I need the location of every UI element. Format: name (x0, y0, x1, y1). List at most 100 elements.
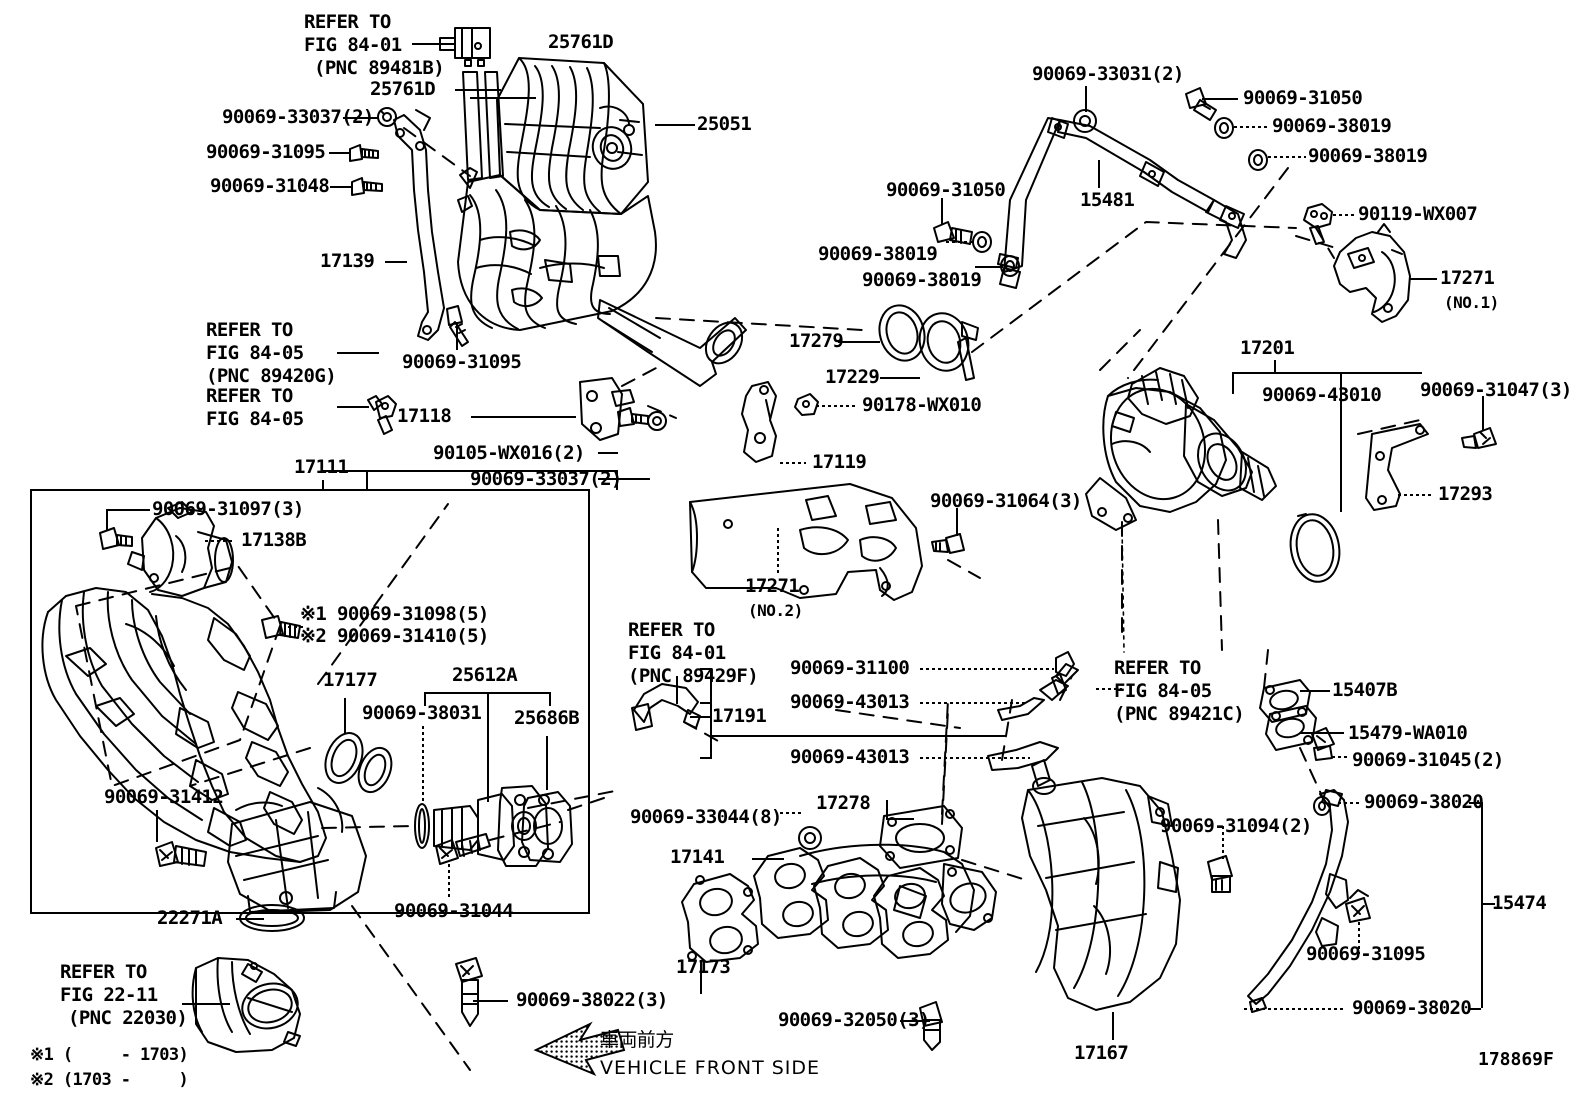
leader-refer-84-05-a (337, 352, 379, 354)
label-90069-38020-b: 90069-38020 (1352, 997, 1472, 1019)
bracket-17293 (1366, 424, 1428, 510)
leader-90069-31050-left (941, 198, 943, 224)
refer-84-01-b-line1: REFER TO (628, 619, 715, 641)
washer-90069-38019-a (973, 232, 991, 252)
leader-17139 (385, 261, 407, 263)
leader-25612a-drop-l (424, 692, 426, 706)
leader-17271-no2 (777, 528, 779, 576)
leader-90069-31044 (448, 864, 450, 900)
leader-17278 (886, 818, 914, 820)
leader-90069-38019-b (975, 266, 1003, 268)
label-17191: 17191 (712, 705, 767, 727)
bolt-90069-31048 (352, 178, 382, 195)
gasket-15479-wa010 (1266, 706, 1316, 750)
leader-17278-v (886, 800, 888, 820)
leader-15479-wa010 (1300, 732, 1344, 734)
gasket-17278 (880, 806, 962, 868)
label-17139: 17139 (320, 250, 375, 272)
label-90069-31050-left: 90069-31050 (886, 179, 1006, 201)
label-17278: 17278 (816, 792, 871, 814)
label-15474: 15474 (1492, 892, 1547, 914)
leader-90069-31064 (956, 508, 958, 536)
label-90178-wx010: 90178-WX010 (862, 394, 982, 416)
leader-90069-31048 (330, 186, 352, 188)
leader-17141 (752, 858, 784, 860)
label-17271-no1: 17271 (1440, 267, 1495, 289)
label-90119-wx007: 90119-WX007 (1358, 203, 1478, 225)
label-17141: 17141 (670, 846, 725, 868)
leader-90119-wx007 (1333, 214, 1355, 216)
bolt-90069-31050-right (1186, 88, 1216, 120)
turbocharger-17201 (1086, 368, 1276, 530)
label-90105-wx016: 90105-WX016(2) (433, 442, 585, 464)
refer-22-11-line3: (PNC 22030) (68, 1007, 188, 1029)
leader-17119 (780, 462, 806, 464)
leader-17177 (344, 698, 346, 734)
label-17119: 17119 (812, 451, 867, 473)
label-90069-31097: 90069-31097(3) (152, 498, 304, 520)
label-90069-38022: 90069-38022(3) (516, 989, 668, 1011)
label-90069-33044: 90069-33044(8) (630, 806, 782, 828)
inset-detail-box (30, 489, 590, 914)
label-90069-31044: 90069-31044 (394, 900, 514, 922)
leader-90069-31097-v (106, 509, 108, 531)
label-90069-33037-mid: 90069-33037(2) (470, 468, 622, 490)
label-90069-31412: 90069-31412 (104, 786, 224, 808)
leader-90069-33037-top (343, 117, 378, 119)
leader-90178-wx010 (816, 405, 858, 407)
refer-22-11-line2: FIG 22-11 (60, 984, 158, 1006)
label-17173: 17173 (676, 956, 731, 978)
leader-refer-84-01-a (412, 43, 454, 45)
heat-shield-17167 (1022, 778, 1180, 1010)
leader-17191-t1 (700, 668, 712, 670)
refer-84-05-c-line1: REFER TO (1114, 657, 1201, 679)
hose-17191-b (988, 742, 1058, 794)
leader-90069-38020-b (1244, 1008, 1344, 1010)
label-17118: 17118 (397, 405, 452, 427)
nut-90069-33044 (799, 827, 821, 849)
label-17271-no1-suffix: (NO.1) (1444, 293, 1499, 312)
label-90069-33037-top: 90069-33037(2) (222, 106, 374, 128)
leader-90069-31094 (1222, 826, 1224, 860)
label-90069-38031: 90069-38031 (362, 702, 482, 724)
label-90069-32050: 90069-32050(3) (778, 1009, 930, 1031)
label-17111: 17111 (294, 456, 349, 478)
leader-90069-38019-c (1234, 126, 1268, 128)
label-90069-31095-left: 90069-31095 (206, 141, 326, 163)
heat-insulator-17271-no1 (1334, 224, 1410, 322)
label-90069-31045: 90069-31045(2) (1352, 749, 1504, 771)
leader-refer-22-11 (182, 1003, 230, 1005)
label-90069-43010: 90069-43010 (1262, 384, 1382, 406)
leader-17191-t3 (700, 757, 712, 759)
refer-84-05-a-line3: (PNC 89420G) (206, 365, 337, 387)
leader-17111-drop2 (616, 470, 618, 490)
stay-17119 (742, 382, 776, 462)
leader-17271-no1 (1409, 278, 1437, 280)
label-25686b: 25686B (514, 707, 580, 729)
label-90069-38019-c: 90069-38019 (1272, 115, 1392, 137)
label-90069-31048: 90069-31048 (210, 175, 330, 197)
label-15479-wa010: 15479-WA010 (1348, 722, 1468, 744)
leader-15474-bracket (1481, 802, 1483, 1008)
leader-25612a-drop-r (549, 692, 551, 706)
leader-25612a-bar (424, 692, 549, 694)
gasket-17279 (873, 300, 931, 366)
leader-refer-84-05-c (1096, 688, 1122, 690)
refer-84-05-b-line1: REFER TO (206, 385, 293, 407)
leader-90069-32050 (900, 1020, 930, 1022)
leader-15481 (1098, 160, 1100, 188)
label-90069-31100: 90069-31100 (790, 657, 910, 679)
label-25051: 25051 (697, 113, 752, 135)
leader-17111-stem (322, 480, 324, 490)
bolt-90105-wx016 (618, 408, 648, 426)
bracket-17139 (394, 110, 444, 340)
label-25612a: 25612A (452, 664, 518, 686)
label-90069-38019-a: 90069-38019 (818, 243, 938, 265)
label-17279: 17279 (789, 330, 844, 352)
refer-84-05-a-line2: FIG 84-05 (206, 342, 304, 364)
leader-refer-84-05-b (337, 406, 369, 408)
label-17177: 17177 (323, 669, 378, 691)
throttle-body-22030 (193, 958, 303, 1052)
leader-17167 (1112, 1012, 1114, 1040)
bracket-17118 (580, 378, 634, 440)
